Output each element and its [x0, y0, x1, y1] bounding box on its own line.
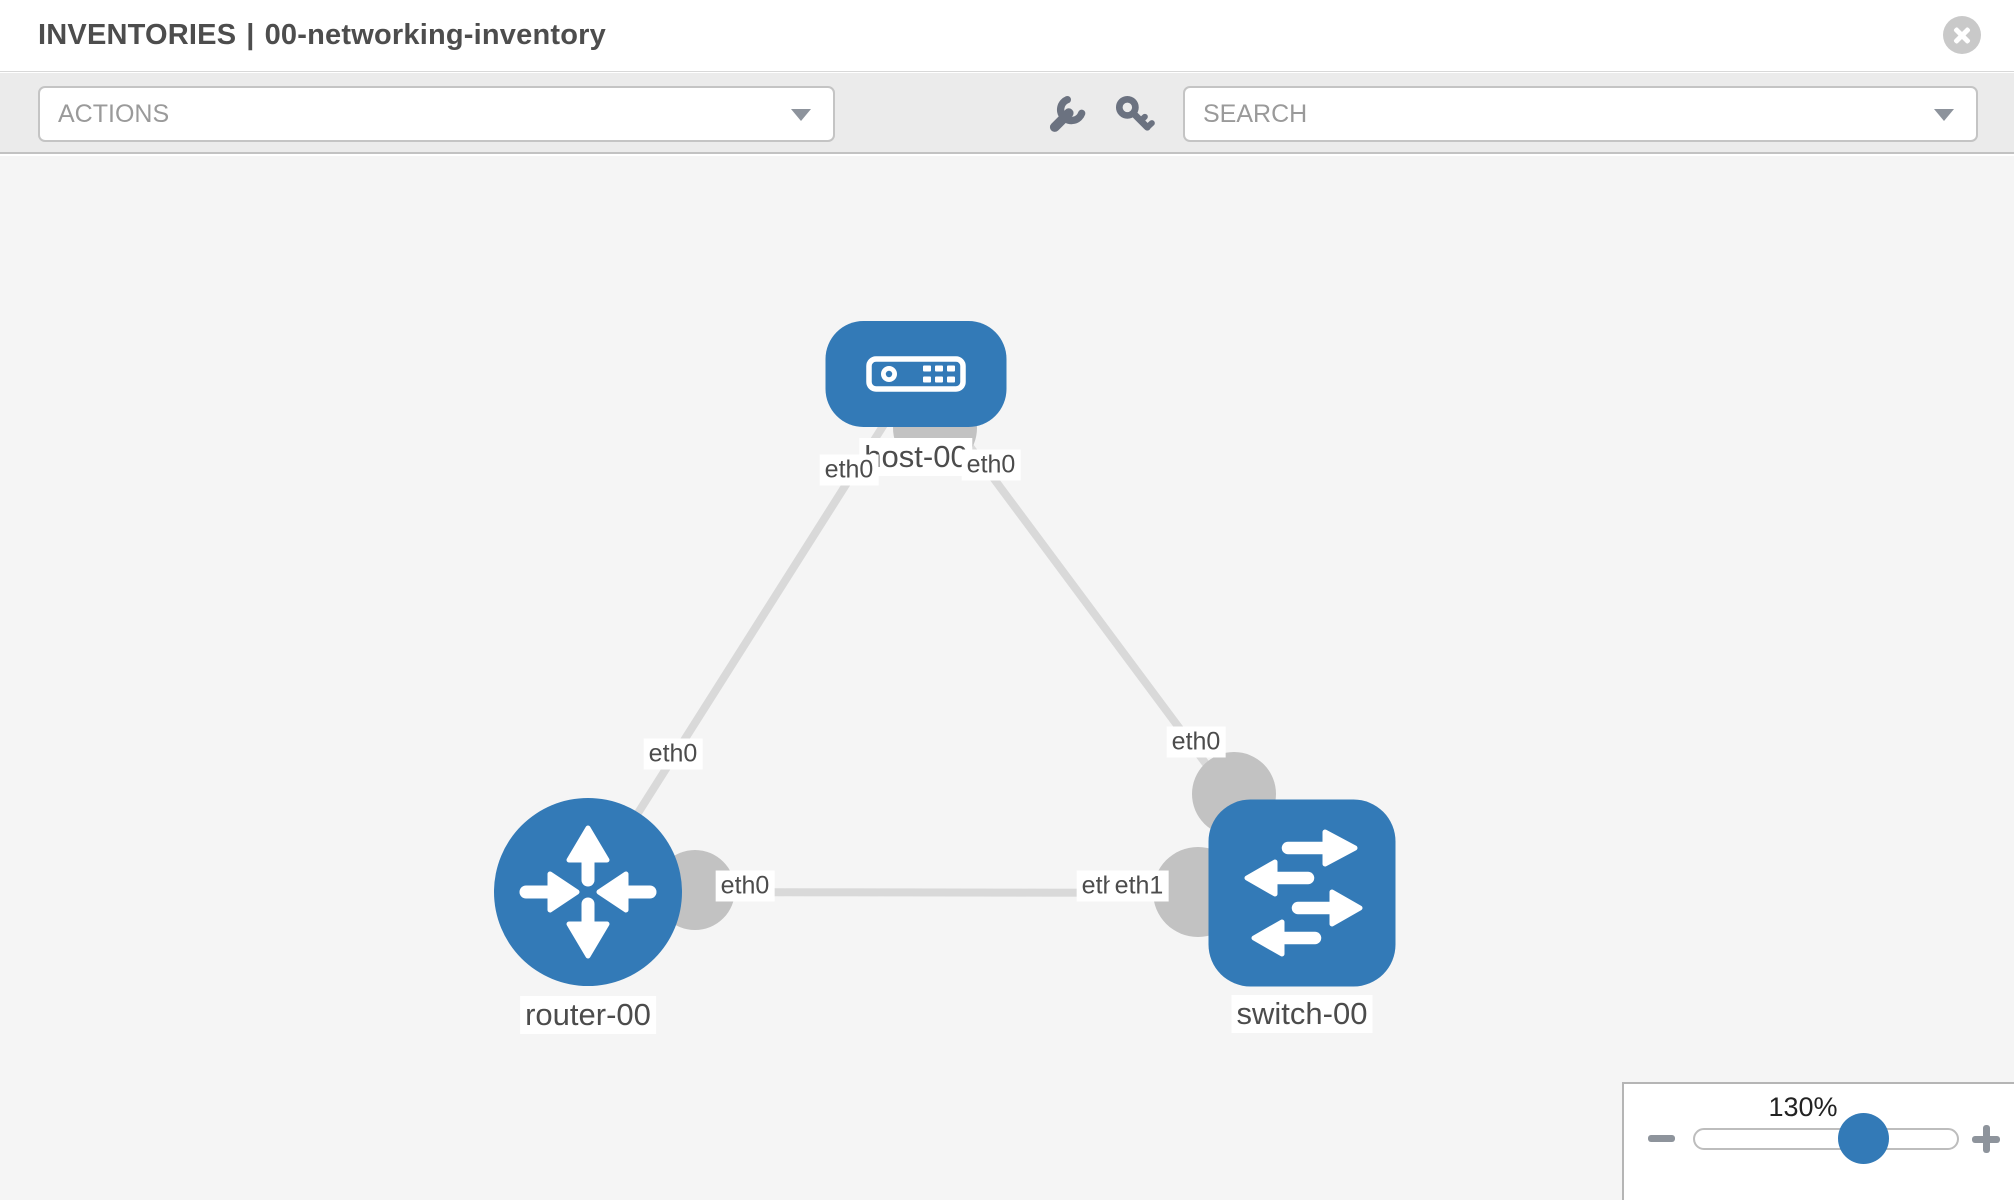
iface-label-host-eth0-right: eth0: [961, 449, 1021, 481]
zoom-in-plus-icon[interactable]: [1972, 1125, 2000, 1153]
switch-arrows-icon: [1244, 829, 1363, 957]
switch-node[interactable]: [1208, 799, 1396, 987]
plus-icon-bar: [1982, 1125, 1990, 1153]
iface-label-switch-eth0-top: eth0: [1166, 726, 1226, 758]
search-dropdown-label: SEARCH: [1203, 100, 1308, 128]
iface-label-router-eth0: eth0: [715, 870, 775, 902]
breadcrumb-section: INVENTORIES: [38, 19, 237, 51]
wrench-icon[interactable]: [1046, 93, 1088, 135]
zoom-slider-track[interactable]: [1693, 1128, 1959, 1150]
router-arrows-icon: [519, 825, 657, 959]
chevron-down-icon: [791, 109, 811, 121]
inventory-name: 00-networking-inventory: [264, 19, 606, 51]
switch-node-label: switch-00: [1231, 995, 1373, 1033]
chevron-down-icon: [1934, 109, 1954, 121]
zoom-out-minus-icon[interactable]: [1648, 1135, 1675, 1142]
iface-label-host-eth0-left: eth0: [819, 454, 879, 486]
search-dropdown[interactable]: SEARCH: [1183, 86, 1978, 142]
close-button[interactable]: [1943, 16, 1981, 54]
topology-canvas[interactable]: host-00 eth0 eth0 eth0 eth0 eth0 eth1 et…: [0, 156, 2014, 1200]
topology-graph: [494, 321, 1396, 987]
key-icon[interactable]: [1113, 93, 1155, 135]
breadcrumb-separator: |: [246, 19, 255, 51]
router-node[interactable]: [494, 798, 682, 986]
actions-dropdown-label: ACTIONS: [58, 100, 170, 128]
host-device-icon: [866, 356, 966, 392]
zoom-slider-handle[interactable]: [1838, 1113, 1889, 1164]
header: INVENTORIES | 00-networking-inventory: [0, 0, 2014, 72]
host-node[interactable]: [825, 321, 1007, 427]
zoom-control-panel: 130%: [1622, 1082, 2014, 1200]
router-node-label: router-00: [520, 996, 656, 1034]
page-title: INVENTORIES | 00-networking-inventory: [38, 0, 606, 71]
iface-label-router-link-eth0: eth0: [643, 738, 703, 770]
toolbar: ACTIONS SEARCH: [0, 73, 2014, 154]
iface-label-switch-eth1: eth1: [1109, 870, 1169, 902]
actions-dropdown[interactable]: ACTIONS: [38, 86, 835, 142]
zoom-level: 130%: [1768, 1092, 1838, 1122]
